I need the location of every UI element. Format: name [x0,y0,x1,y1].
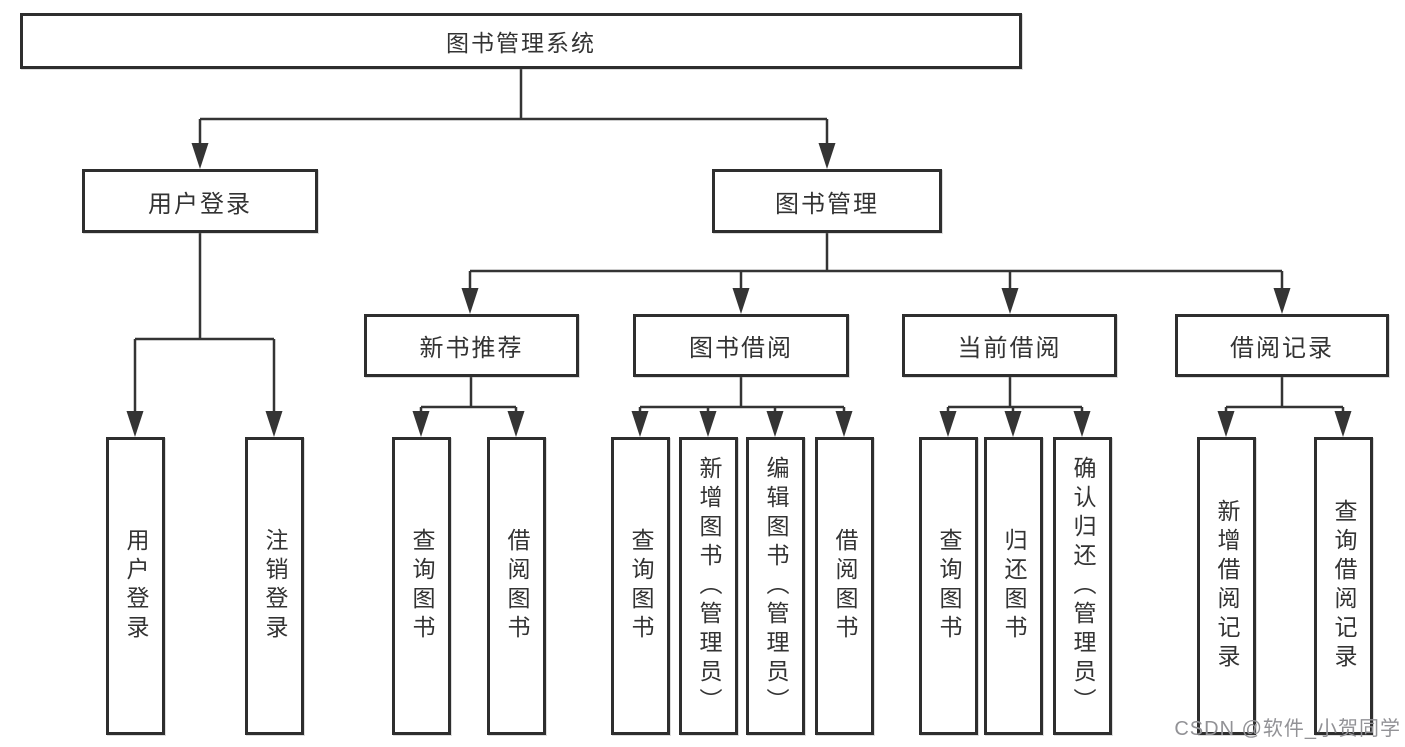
node-label: 借阅图书 [504,528,530,644]
node-label: 确认归还（管理员） [1070,455,1096,717]
node-label: 图书管理 [775,190,879,218]
leaf-query-books-current: 查询图书 [919,437,978,735]
node-label: 查询图书 [409,528,435,644]
node-library-management-system: 图书管理系统 [20,13,1022,69]
node-label: 新增图书（管理员） [696,455,722,717]
node-label: 图书管理系统 [446,30,596,56]
leaf-borrow-books-borrowing: 借阅图书 [815,437,874,735]
leaf-add-books-admin: 新增图书（管理员） [679,437,738,735]
leaf-edit-books-admin: 编辑图书（管理员） [746,437,805,735]
node-label: 查询借阅记录 [1331,499,1357,673]
node-user-login: 用户登录 [82,169,318,233]
node-label: 查询图书 [936,528,962,644]
leaf-borrow-books-recommend: 借阅图书 [487,437,546,735]
node-label: 借阅图书 [832,528,858,644]
node-label: 归还图书 [1001,528,1027,644]
arrowheads [126,143,1352,437]
node-label: 借阅记录 [1230,335,1334,362]
node-new-book-recommendation: 新书推荐 [364,314,579,377]
node-label: 当前借阅 [957,335,1062,362]
leaf-return-books: 归还图书 [984,437,1043,735]
node-label: 注销登录 [262,528,288,644]
leaf-confirm-return-admin: 确认归还（管理员） [1053,437,1112,735]
node-label: 用户登录 [123,528,149,644]
node-label: 用户登录 [148,190,252,218]
leaf-query-books-recommend: 查询图书 [392,437,451,735]
node-current-borrowing: 当前借阅 [902,314,1117,377]
node-borrowing-records: 借阅记录 [1175,314,1389,377]
leaf-query-borrow-record: 查询借阅记录 [1314,437,1373,735]
node-book-borrowing: 图书借阅 [633,314,849,377]
node-label: 查询图书 [628,528,654,644]
leaf-add-borrow-record: 新增借阅记录 [1197,437,1256,735]
leaf-logout-login: 注销登录 [245,437,304,735]
leaf-query-books-borrowing: 查询图书 [611,437,670,735]
node-label: 新增借阅记录 [1214,499,1240,673]
node-label: 新书推荐 [419,335,524,362]
leaf-user-login: 用户登录 [106,437,165,735]
watermark-text: CSDN @软件_小贺同学 [1174,718,1401,740]
node-label: 图书借阅 [689,335,793,362]
node-book-management: 图书管理 [712,169,942,233]
node-label: 编辑图书（管理员） [763,455,789,717]
